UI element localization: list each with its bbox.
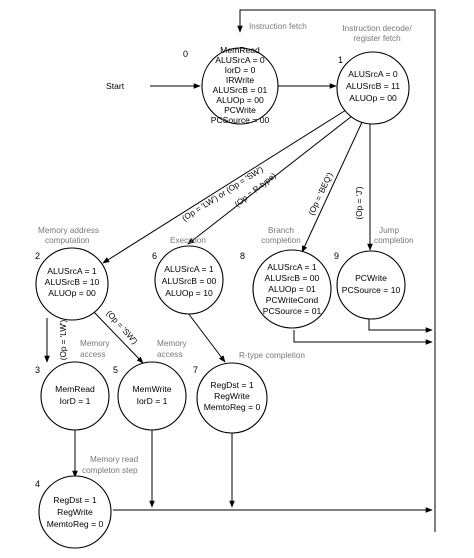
- state-5-circle: [117, 361, 187, 431]
- state-7-signal: RegWrite: [214, 391, 250, 401]
- state-9-signal: PCSource = 10: [342, 285, 401, 295]
- state-9-caption: completion: [374, 236, 414, 245]
- edge-1-to-2: [102, 109, 347, 264]
- state-6-signal: ALUSrcA = 1: [164, 264, 214, 274]
- state-3-caption: Memory: [80, 339, 110, 348]
- cond-beq: (Op = 'BEQ'): [307, 171, 335, 217]
- edge-2-to-5: [91, 309, 144, 364]
- state-7-circle: [196, 362, 268, 434]
- state-4-signal: RegWrite: [57, 507, 93, 517]
- state-2-number: 2: [35, 251, 40, 261]
- state-0-signal: ALUSrcA = 0: [215, 55, 265, 65]
- state-2-signal: ALUOp = 00: [48, 288, 96, 298]
- state-5-caption: access: [157, 350, 182, 359]
- state-4-signal: RegDst = 1: [53, 495, 96, 505]
- state-6-signal: ALUSrcB = 00: [162, 276, 217, 286]
- state-1-circle: [336, 51, 410, 125]
- state-4: 4 Memory read completon step RegDst = 1 …: [35, 455, 139, 549]
- state-1-signal: ALUSrcA = 0: [348, 69, 398, 79]
- state-3-circle: [40, 361, 110, 431]
- state-2-signal: ALUSrcA = 1: [47, 266, 97, 276]
- state-8-signal: ALUOp = 01: [268, 284, 316, 294]
- state-4-number: 4: [35, 479, 40, 489]
- state-6-caption: Execution: [170, 236, 206, 245]
- state-9-circle: [336, 250, 406, 320]
- state-4-circle: [38, 475, 112, 549]
- state-9-signal: PCWrite: [355, 273, 387, 283]
- state-4-signal: MemtoReg = 0: [47, 519, 104, 529]
- state-6: 6 Execution ALUSrcA = 1 ALUSrcB = 00 ALU…: [152, 236, 224, 315]
- state-2: 2 Memory address computation ALUSrcA = 1…: [35, 226, 109, 321]
- state-0-signal: MemRead: [220, 45, 260, 55]
- state-0-signal: ALUOp = 00: [216, 95, 264, 105]
- state-7-number: 7: [193, 365, 198, 375]
- state-4-caption: Memory read: [90, 455, 139, 464]
- state-7-caption: R-type completion: [239, 351, 305, 360]
- state-2-circle: [35, 247, 109, 321]
- state-6-circle: [154, 245, 224, 315]
- state-1-signal: ALUSrcB = 11: [346, 81, 400, 91]
- state-3-signal: MemRead: [55, 384, 95, 394]
- state-8-caption: completion: [261, 236, 301, 245]
- state-7: 7 R-type completion RegDst = 1 RegWrite …: [193, 351, 305, 434]
- states: 0 Instruction fetch MemRead ALUSrcA = 0 …: [35, 22, 414, 549]
- state-3-caption: access: [80, 350, 105, 359]
- state-2-signal: ALUSrcB = 10: [45, 277, 100, 287]
- state-9: 9 Jump completion PCWrite PCSource = 10: [334, 226, 414, 320]
- edge-1-to-6: [187, 115, 353, 245]
- state-6-number: 6: [152, 251, 157, 261]
- state-1-number: 1: [338, 55, 343, 65]
- start-label: Start: [106, 81, 125, 91]
- state-1-caption: Instruction decode/: [342, 24, 412, 33]
- state-0: 0 Instruction fetch MemRead ALUSrcA = 0 …: [183, 22, 307, 125]
- state-8: 8 Branch completion ALUSrcA = 1 ALUSrcB …: [240, 226, 332, 329]
- state-0-signal: PCSource = 00: [211, 115, 270, 125]
- cond-lw: (Op = 'LW'): [59, 319, 68, 360]
- state-5-signal: IorD = 1: [137, 396, 168, 406]
- edge-return-to-0: [237, 9, 436, 532]
- state-0-number: 0: [183, 49, 188, 59]
- state-5-caption: Memory: [157, 339, 187, 348]
- state-0-signal: IorD = 0: [225, 65, 256, 75]
- state-6-signal: ALUOp = 10: [165, 288, 213, 298]
- state-1: 1 Instruction decode/ register fetch ALU…: [336, 24, 412, 125]
- state-0-signal: IRWrite: [226, 75, 255, 85]
- state-8-caption: Branch: [268, 226, 294, 235]
- state-5: 5 Memory access MemWrite IorD = 1: [113, 339, 187, 431]
- state-1-caption: register fetch: [353, 34, 401, 43]
- state-2-caption: computation: [45, 236, 90, 245]
- state-4-caption: completon step: [82, 466, 138, 475]
- edge-8-to-bus: [293, 330, 433, 345]
- state-3: 3 Memory access MemRead IorD = 1: [35, 339, 110, 431]
- state-3-signal: IorD = 1: [60, 396, 91, 406]
- state-8-signal: PCSource = 01: [263, 306, 322, 316]
- edge-9-to-bus: [368, 318, 433, 333]
- state-7-signal: RegDst = 1: [210, 380, 253, 390]
- state-0-circle: [201, 47, 279, 125]
- state-9-caption: Jump: [379, 226, 399, 235]
- state-0-caption: Instruction fetch: [249, 22, 307, 31]
- state-0-signal: PCWrite: [224, 105, 256, 115]
- state-5-number: 5: [113, 365, 118, 375]
- state-3-number: 3: [35, 365, 40, 375]
- edges: [44, 9, 436, 532]
- state-5-signal: MemWrite: [133, 384, 172, 394]
- state-9-number: 9: [334, 251, 339, 261]
- state-8-signal: ALUSrcA = 1: [267, 262, 317, 272]
- state-1-signal: ALUOp = 00: [349, 93, 397, 103]
- state-8-number: 8: [240, 251, 245, 261]
- edge-6-to-7: [187, 312, 226, 363]
- cond-jump: (Op = 'J'): [355, 186, 364, 219]
- state-2-caption: Memory address: [38, 226, 99, 235]
- edge-1-to-8: [301, 119, 364, 253]
- state-8-signal: ALUSrcB = 00: [265, 273, 320, 283]
- state-7-signal: MemtoReg = 0: [204, 402, 261, 412]
- state-8-circle: [252, 249, 332, 329]
- state-0-signal: ALUSrcB = 01: [213, 85, 268, 95]
- state-8-signal: PCWriteCond: [266, 295, 319, 305]
